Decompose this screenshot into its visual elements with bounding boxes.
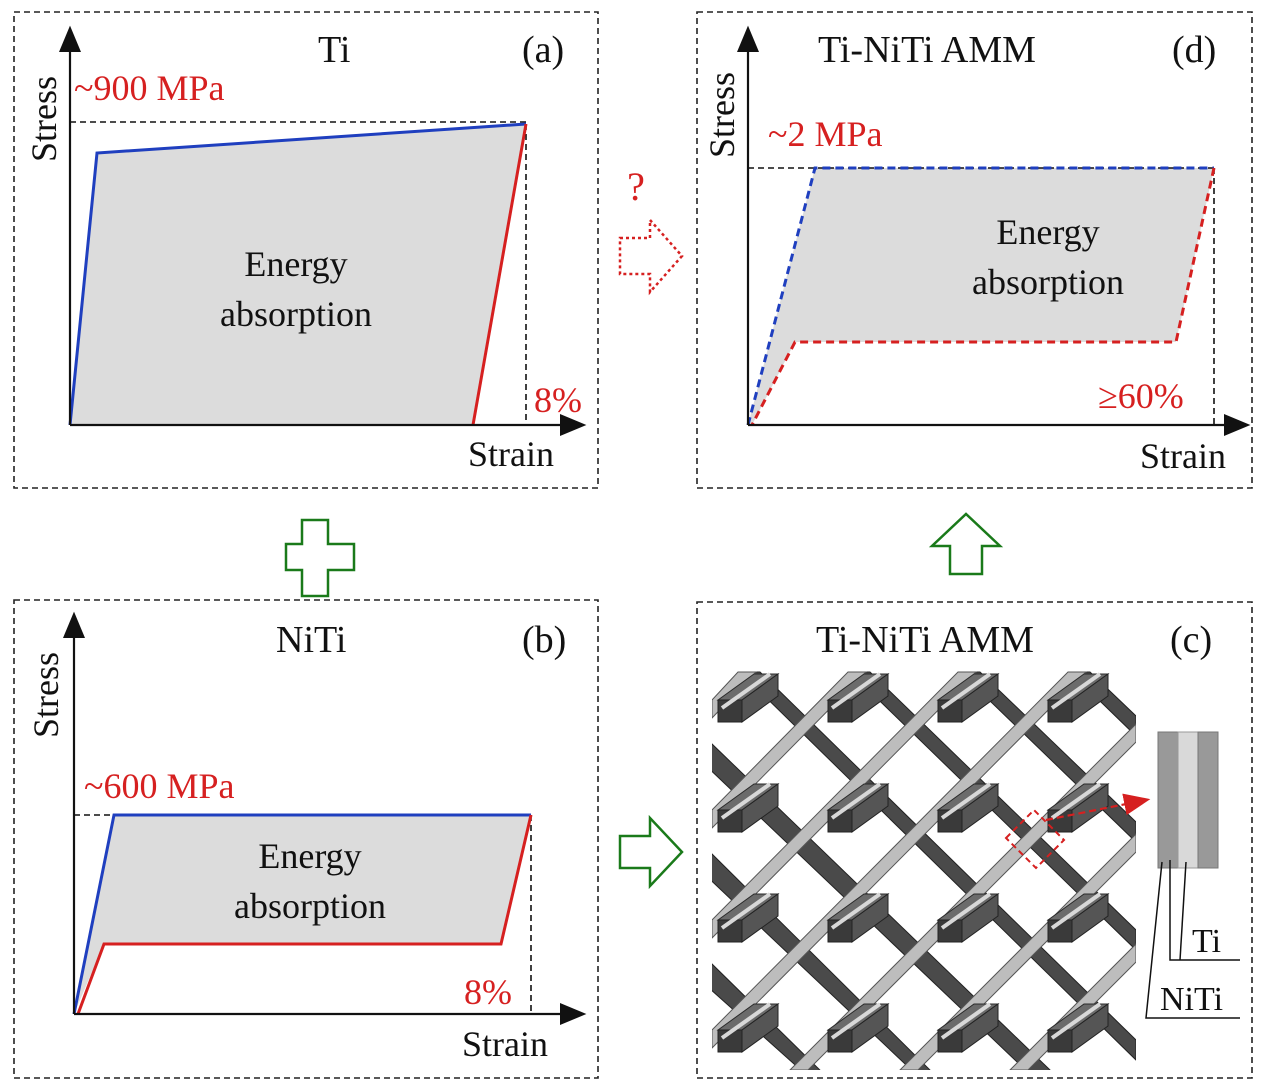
strut-highlight	[1004, 808, 1066, 870]
panel-c-frame	[696, 601, 1253, 1079]
panel-a-loading-curve	[68, 122, 527, 426]
panel-b-stress-value: ~600 MPa	[84, 766, 235, 806]
panel-a-stress-value: ~900 MPa	[74, 68, 225, 108]
strut-cross-section: Ti NiTi	[1145, 731, 1240, 1019]
layer-ti-right	[1197, 731, 1219, 869]
arrow-right-icon	[618, 814, 684, 890]
plus-icon	[284, 518, 356, 598]
panel-d-strain-value: ≥60%	[1098, 376, 1184, 416]
panel-b-area-label-1: Energy	[258, 836, 361, 876]
panel-d-x-label: Strain	[1140, 436, 1226, 476]
panel-b-tag: (b)	[522, 619, 566, 661]
panel-b-area-label-2: absorption	[234, 886, 386, 926]
panel-c: Ti-NiTi AMM (c)	[696, 601, 1253, 1079]
panel-b-energy-area	[74, 815, 531, 1014]
panel-b-loading-curve	[72, 813, 531, 1015]
panel-d-unloading-curve	[750, 167, 1216, 426]
panel-a-energy-area	[70, 124, 526, 425]
panel-d-stress-value: ~2 MPa	[768, 114, 883, 154]
arrow-up-icon	[928, 512, 1004, 576]
panel-b-y-label: Stress	[26, 652, 66, 738]
hypothesis-connector: ?	[618, 164, 684, 296]
lattice-illustration	[712, 671, 1151, 1070]
layer-niti	[1177, 731, 1199, 869]
panel-a-strain-value: 8%	[534, 380, 582, 420]
panel-d: Ti-NiTi AMM (d) Stress Strain ~2 MPa ≥60…	[696, 11, 1253, 489]
panel-b-title: NiTi	[276, 619, 346, 661]
panel-d-title: Ti-NiTi AMM	[818, 29, 1036, 71]
panel-a: Ti (a) Stress Strain ~900 MPa 8% Energy …	[13, 11, 599, 489]
panel-a-tag: (a)	[522, 29, 564, 71]
panel-a-x-label: Strain	[468, 434, 554, 474]
panel-b-frame	[13, 599, 599, 1079]
panel-d-y-label: Stress	[702, 72, 742, 158]
panel-a-title: Ti	[318, 29, 350, 71]
panel-a-y-label: Stress	[24, 76, 64, 162]
panel-a-frame	[13, 11, 599, 489]
panel-b-strain-value: 8%	[464, 972, 512, 1012]
panel-d-area-label-2: absorption	[972, 262, 1124, 302]
layer-inner-label: NiTi	[1160, 981, 1223, 1018]
panel-c-title: Ti-NiTi AMM	[816, 619, 1034, 661]
layer-outer-label: Ti	[1192, 923, 1221, 960]
panel-a-unloading-curve	[471, 123, 528, 426]
panel-d-energy-area	[748, 168, 1214, 425]
question-mark: ?	[627, 164, 645, 209]
panel-d-loading-curve	[746, 166, 1214, 426]
panel-d-frame	[696, 11, 1253, 489]
panel-d-area-label-1: Energy	[996, 212, 1099, 252]
panel-b-unloading-curve	[76, 814, 533, 1015]
zoom-arrow	[1045, 793, 1151, 822]
dotted-arrow-icon	[618, 216, 684, 296]
layer-ti-left	[1157, 731, 1179, 869]
panel-c-tag: (c)	[1170, 619, 1212, 661]
panel-b: NiTi (b) Stress Strain ~600 MPa 8% Energ…	[13, 599, 599, 1079]
panel-a-area-label-1: Energy	[244, 244, 347, 284]
panel-a-area-label-2: absorption	[220, 294, 372, 334]
panel-b-x-label: Strain	[462, 1024, 548, 1064]
panel-d-tag: (d)	[1172, 29, 1216, 71]
